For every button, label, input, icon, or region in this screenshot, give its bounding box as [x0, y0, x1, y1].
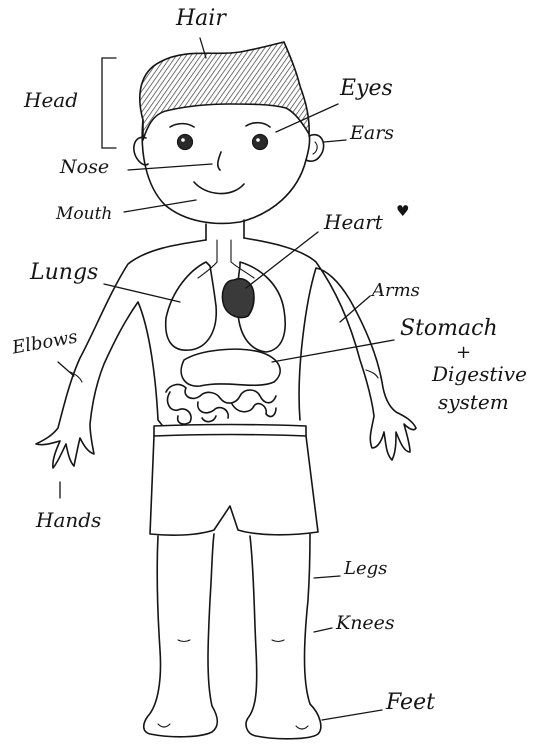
hair: [140, 42, 309, 140]
left-eye: [178, 135, 193, 150]
label-ears: Ears: [350, 124, 394, 143]
label-heart-symbol: ♥: [396, 204, 409, 219]
face: [142, 120, 309, 223]
left-ear: [134, 137, 148, 165]
label-head: Head: [24, 90, 78, 110]
stomach: [181, 349, 280, 386]
label-plus: +: [456, 344, 471, 362]
mouth-leader: [124, 200, 196, 212]
label-hair: Hair: [176, 8, 226, 30]
lungs-leader: [104, 284, 180, 302]
nose-leader: [128, 164, 212, 170]
shorts: [150, 436, 318, 535]
left-leg: [144, 534, 218, 737]
right-ear-inner: [313, 142, 317, 154]
label-mouth: Mouth: [56, 206, 112, 223]
label-lungs: Lungs: [30, 262, 98, 284]
knees-leader: [314, 628, 332, 632]
trachea: [198, 240, 254, 278]
label-system: system: [438, 392, 509, 412]
legs-leader: [314, 576, 340, 578]
label-digestive: Digestive: [432, 364, 527, 384]
right-eye: [253, 135, 268, 150]
left-lung: [166, 262, 217, 350]
label-nose: Nose: [60, 158, 109, 177]
label-knees: Knees: [336, 614, 395, 633]
label-feet: Feet: [386, 692, 435, 714]
ears-leader: [324, 140, 346, 142]
head-bracket: [102, 58, 116, 148]
right-leg: [246, 534, 321, 739]
label-legs: Legs: [344, 560, 387, 578]
feet-leader: [322, 710, 382, 720]
label-eyes: Eyes: [340, 78, 393, 100]
nose: [218, 152, 221, 170]
label-arms: Arms: [372, 282, 420, 300]
heart: [222, 279, 254, 318]
right-eyebrow: [246, 123, 270, 127]
waistband: [154, 425, 306, 437]
intestines: [166, 385, 276, 424]
left-eyebrow: [170, 124, 194, 127]
label-hands: Hands: [36, 510, 101, 530]
torso-right: [244, 238, 416, 460]
arms-leader: [340, 296, 370, 322]
label-heart: Heart: [324, 212, 383, 232]
elbows-leader: [58, 362, 74, 376]
label-stomach: Stomach: [400, 318, 498, 340]
mouth: [194, 182, 244, 194]
